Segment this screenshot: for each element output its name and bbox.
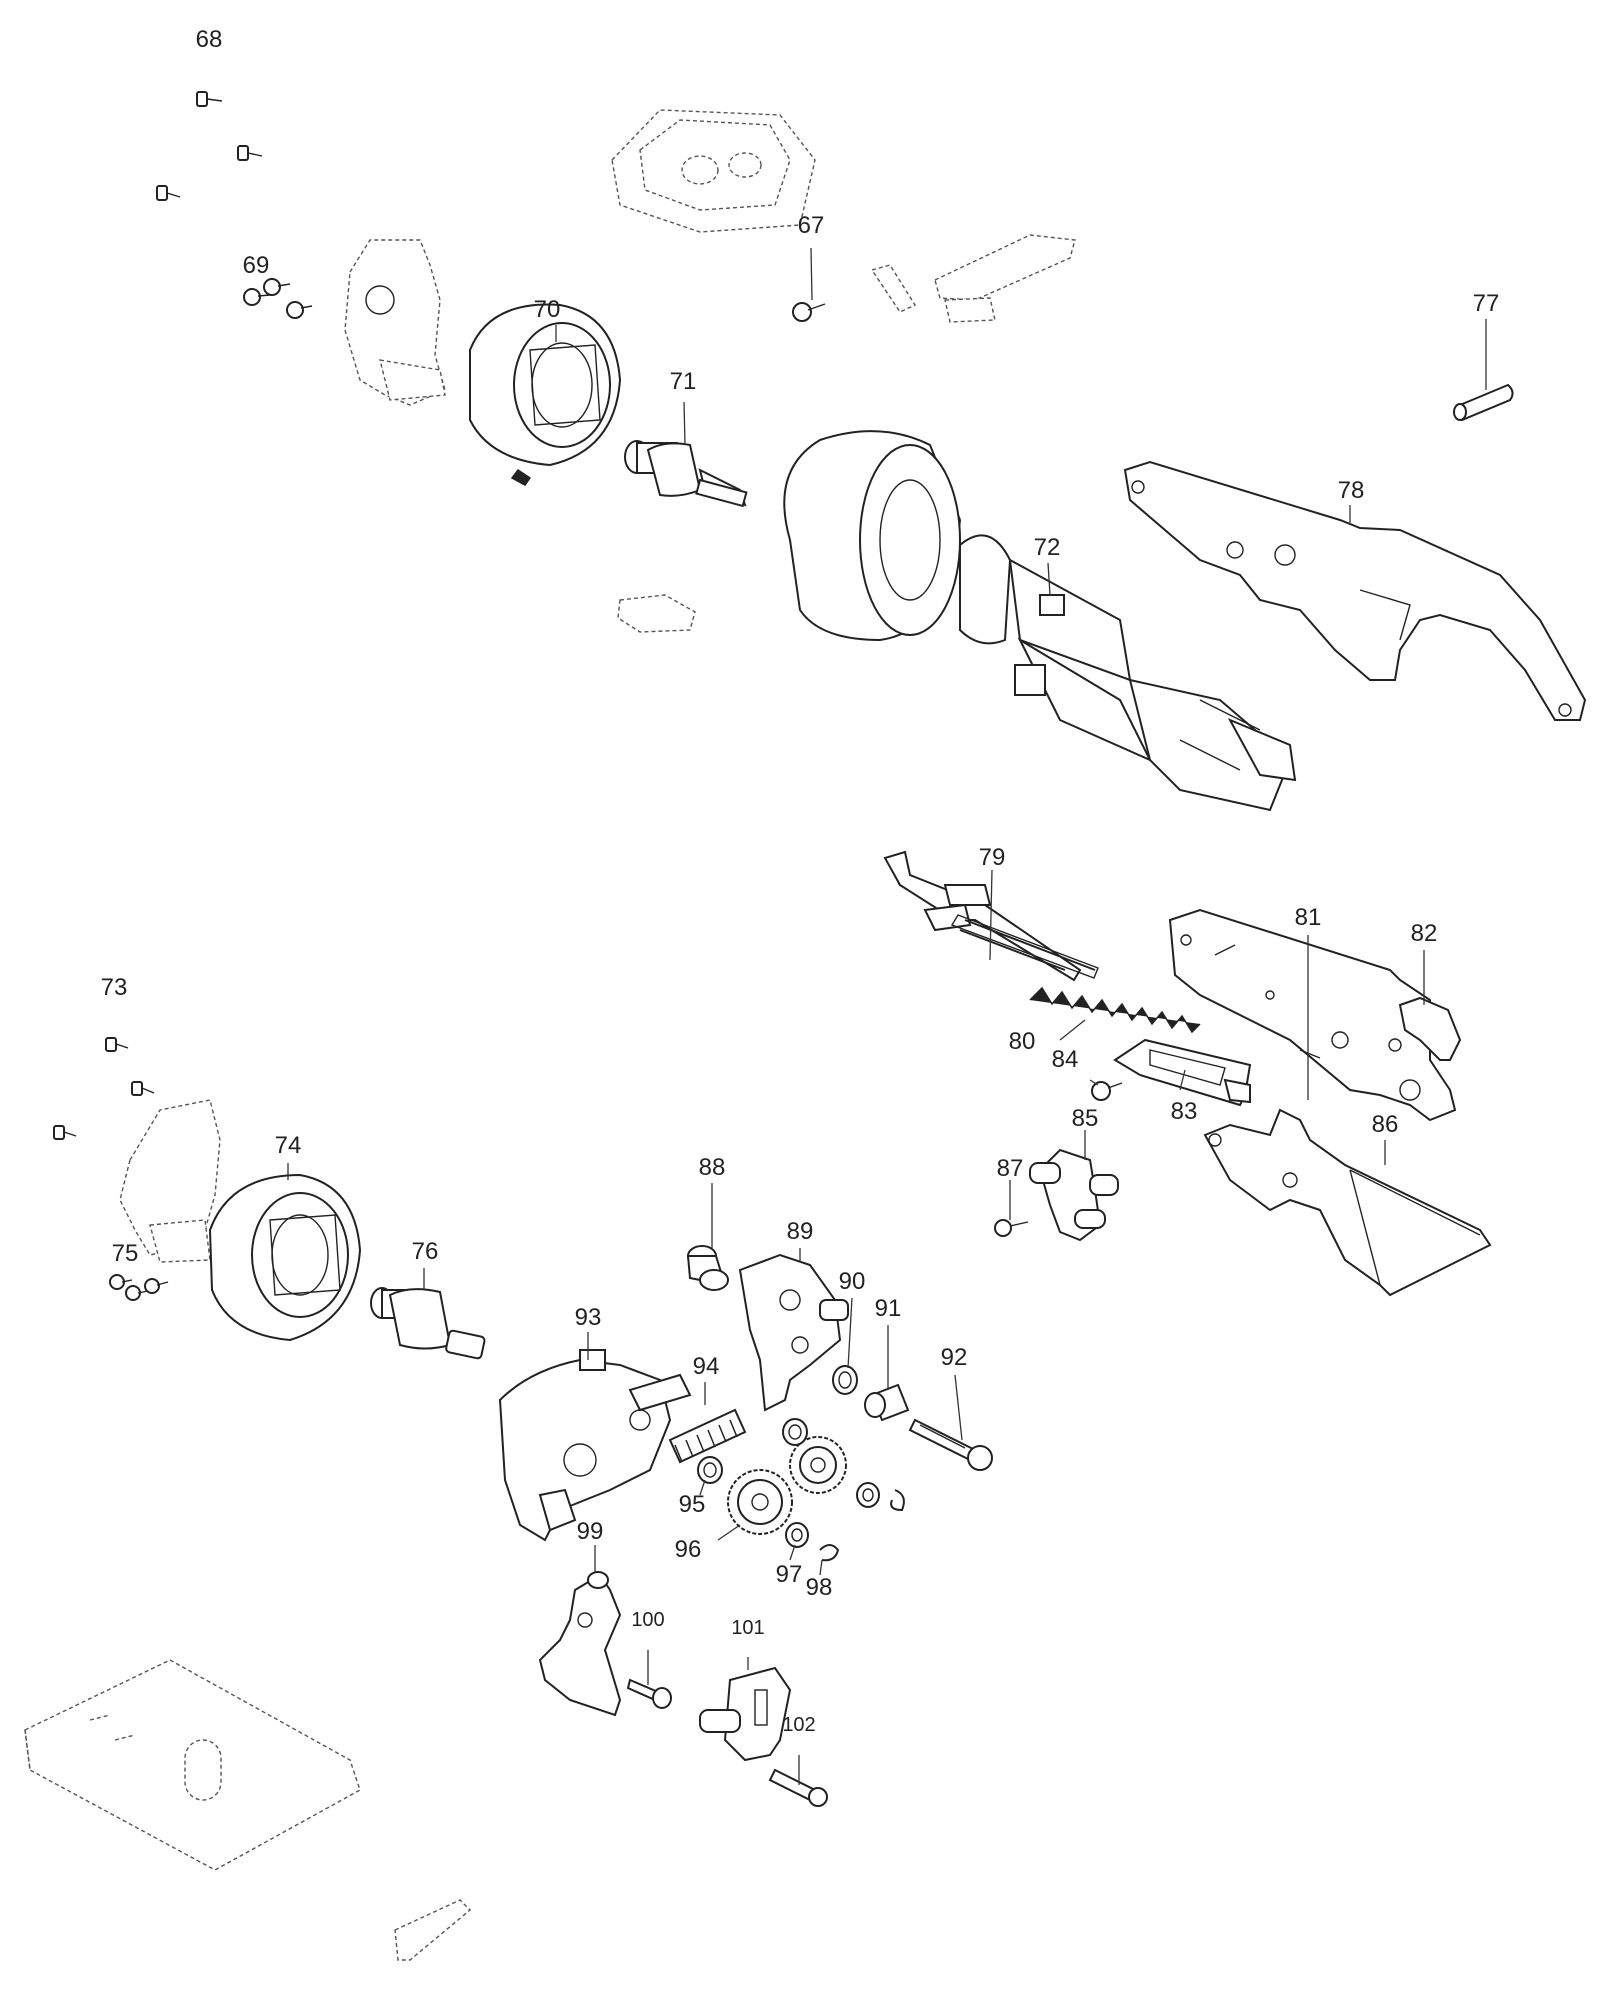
callout-76: 76 bbox=[411, 1238, 439, 1265]
lever-bracket-89 bbox=[738, 1253, 849, 1412]
callout-67: 67 bbox=[797, 212, 825, 239]
screws-69 bbox=[243, 278, 313, 319]
gear-upper bbox=[789, 1436, 847, 1494]
trigger-lever-86 bbox=[1203, 1108, 1492, 1297]
side-plate-81 bbox=[1168, 908, 1457, 1122]
gear-housing-assembly-72 bbox=[783, 430, 1297, 812]
trigger-frame-78 bbox=[1123, 460, 1587, 721]
ghost-bracket-small-b bbox=[944, 297, 996, 323]
callout-72: 72 bbox=[1033, 534, 1061, 561]
lever-99 bbox=[538, 1571, 622, 1717]
screw-100 bbox=[626, 1678, 672, 1709]
callout-81: 81 bbox=[1294, 904, 1322, 931]
screw-68-c bbox=[156, 185, 181, 201]
callout-68: 68 bbox=[195, 26, 223, 53]
rod-assembly-79 bbox=[883, 850, 1099, 982]
ghost-circuit-plate-lower bbox=[119, 1099, 221, 1263]
callout-86: 86 bbox=[1371, 1111, 1399, 1138]
tab-82 bbox=[1398, 996, 1462, 1061]
callout-95: 95 bbox=[678, 1491, 706, 1518]
callout-88: 88 bbox=[698, 1154, 726, 1181]
bushing-91 bbox=[864, 1383, 910, 1422]
screw-68-b bbox=[237, 145, 263, 161]
screw-67 bbox=[792, 302, 826, 322]
callout-92: 92 bbox=[940, 1344, 968, 1371]
callout-96: 96 bbox=[674, 1536, 702, 1563]
screw-102 bbox=[768, 1768, 828, 1807]
callout-98: 98 bbox=[805, 1574, 833, 1601]
ghost-bracket-small-a bbox=[870, 264, 917, 313]
screw-68-a bbox=[196, 91, 223, 107]
screw-84 bbox=[1091, 1081, 1123, 1101]
bushing-88 bbox=[686, 1245, 729, 1291]
callout-89: 89 bbox=[786, 1218, 814, 1245]
callout-84: 84 bbox=[1051, 1046, 1079, 1073]
callout-87: 87 bbox=[996, 1155, 1024, 1182]
callout-73: 73 bbox=[100, 974, 128, 1001]
callout-75: 75 bbox=[111, 1240, 139, 1267]
ghost-circuit-plate-top bbox=[344, 239, 446, 406]
callout-79: 79 bbox=[978, 844, 1006, 871]
ghost-clip-center bbox=[617, 594, 696, 633]
callout-102: 102 bbox=[782, 1714, 816, 1736]
ghost-housing-cover-top bbox=[611, 109, 816, 233]
washer-97 bbox=[785, 1522, 809, 1548]
callout-99: 99 bbox=[576, 1518, 604, 1545]
screws-73 bbox=[53, 1037, 155, 1140]
stator-70 bbox=[469, 303, 622, 486]
ghost-base-board bbox=[24, 1659, 361, 1871]
callout-82: 82 bbox=[1410, 920, 1438, 947]
leader-lines bbox=[287, 247, 1487, 1785]
washer-90 bbox=[832, 1365, 858, 1395]
gear-96 bbox=[727, 1469, 793, 1535]
washers-gear bbox=[782, 1418, 905, 1512]
washer-95 bbox=[697, 1456, 723, 1484]
callout-78: 78 bbox=[1337, 477, 1365, 504]
callout-101: 101 bbox=[731, 1617, 765, 1639]
callout-85: 85 bbox=[1071, 1105, 1099, 1132]
callout-100: 100 bbox=[631, 1609, 665, 1631]
rotor-71 bbox=[624, 440, 748, 508]
bolt-92 bbox=[908, 1418, 993, 1471]
screw-87 bbox=[994, 1219, 1029, 1237]
callout-97: 97 bbox=[775, 1561, 803, 1588]
e-clip-98 bbox=[819, 1544, 840, 1562]
callout-71: 71 bbox=[669, 368, 697, 395]
stator-74 bbox=[208, 1173, 362, 1342]
callout-74: 74 bbox=[274, 1132, 302, 1159]
gear-case-93 bbox=[498, 1349, 692, 1542]
ghost-clip-bottom bbox=[394, 1899, 472, 1961]
callout-83: 83 bbox=[1170, 1098, 1198, 1125]
pivot-block-85 bbox=[1029, 1148, 1119, 1242]
bracket-101 bbox=[699, 1666, 792, 1762]
callout-80: 80 bbox=[1008, 1028, 1036, 1055]
screws-75 bbox=[109, 1274, 169, 1301]
pin-77 bbox=[1453, 383, 1514, 422]
callout-94: 94 bbox=[692, 1353, 720, 1380]
callout-93: 93 bbox=[574, 1304, 602, 1331]
slide-block-83 bbox=[1113, 1038, 1252, 1107]
ghost-bracket-plate bbox=[934, 234, 1076, 301]
callout-77: 77 bbox=[1472, 290, 1500, 317]
callout-90: 90 bbox=[838, 1268, 866, 1295]
callout-70: 70 bbox=[533, 296, 561, 323]
spring-80 bbox=[1029, 986, 1201, 1034]
callout-91: 91 bbox=[874, 1295, 902, 1322]
callout-69: 69 bbox=[242, 252, 270, 279]
spring-94 bbox=[668, 1408, 747, 1464]
rotor-76 bbox=[370, 1287, 486, 1360]
